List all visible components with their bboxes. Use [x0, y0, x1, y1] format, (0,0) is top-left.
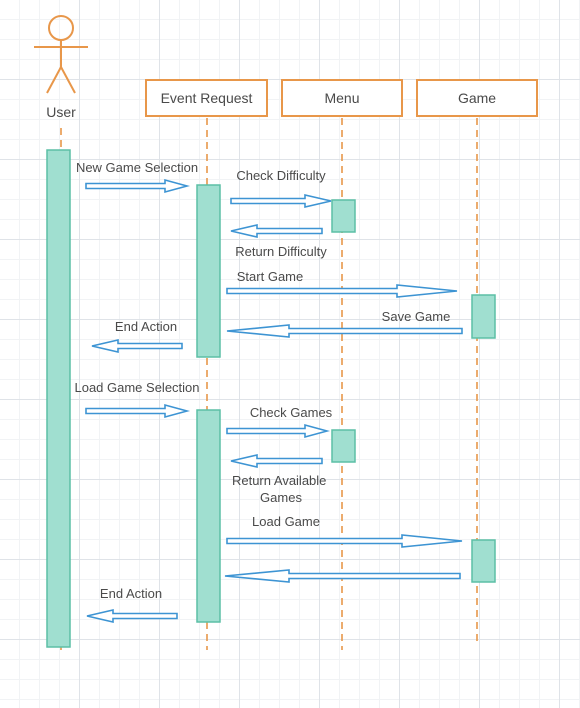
- arrow-return-difficulty: [230, 223, 323, 239]
- arrow-new-game-selection: [85, 178, 191, 194]
- message-label-end-action-1: End Action: [115, 319, 177, 334]
- arrow-return-available-games: [230, 453, 323, 469]
- user-actor-figure: [34, 15, 88, 94]
- activation-event-request-2: [196, 409, 221, 623]
- actor-label-event-request: Event Request: [161, 90, 253, 106]
- arrow-start-game: [226, 284, 458, 298]
- message-label-start-game: Start Game: [237, 269, 303, 284]
- message-label-new-game-selection: New Game Selection: [76, 160, 198, 175]
- actor-box-menu: Menu: [281, 79, 403, 117]
- actor-box-game: Game: [416, 79, 538, 117]
- arrow-check-games: [226, 423, 331, 439]
- arrow-end-action-2: [86, 608, 178, 624]
- message-label-return-difficulty: Return Difficulty: [235, 244, 327, 259]
- activation-event-request-1: [196, 184, 221, 358]
- message-label-check-difficulty: Check Difficulty: [236, 168, 326, 183]
- arrow-check-difficulty: [230, 193, 332, 209]
- message-label-return-available-games: Return Available Games: [232, 473, 330, 505]
- activation-game-2: [471, 539, 496, 583]
- message-label-check-games: Check Games: [250, 405, 333, 420]
- actor-label-game: Game: [458, 90, 496, 106]
- arrow-load-game: [226, 534, 463, 548]
- actor-box-event-request: Event Request: [145, 79, 268, 117]
- arrow-load-game-selection: [85, 403, 191, 419]
- arrow-game-return: [224, 569, 461, 583]
- actor-label-user: User: [46, 104, 76, 120]
- activation-user: [46, 149, 71, 648]
- arrow-end-action-1: [91, 338, 183, 354]
- message-label-end-action-2: End Action: [100, 586, 162, 601]
- message-label-load-game-selection: Load Game Selection: [74, 380, 199, 395]
- message-label-load-game: Load Game: [252, 514, 320, 529]
- activation-menu-2: [331, 429, 356, 463]
- arrow-save-game: [226, 324, 463, 338]
- actor-label-menu: Menu: [324, 90, 359, 106]
- activation-menu-1: [331, 199, 356, 233]
- message-label-save-game: Save Game: [382, 309, 451, 324]
- activation-game-1: [471, 294, 496, 339]
